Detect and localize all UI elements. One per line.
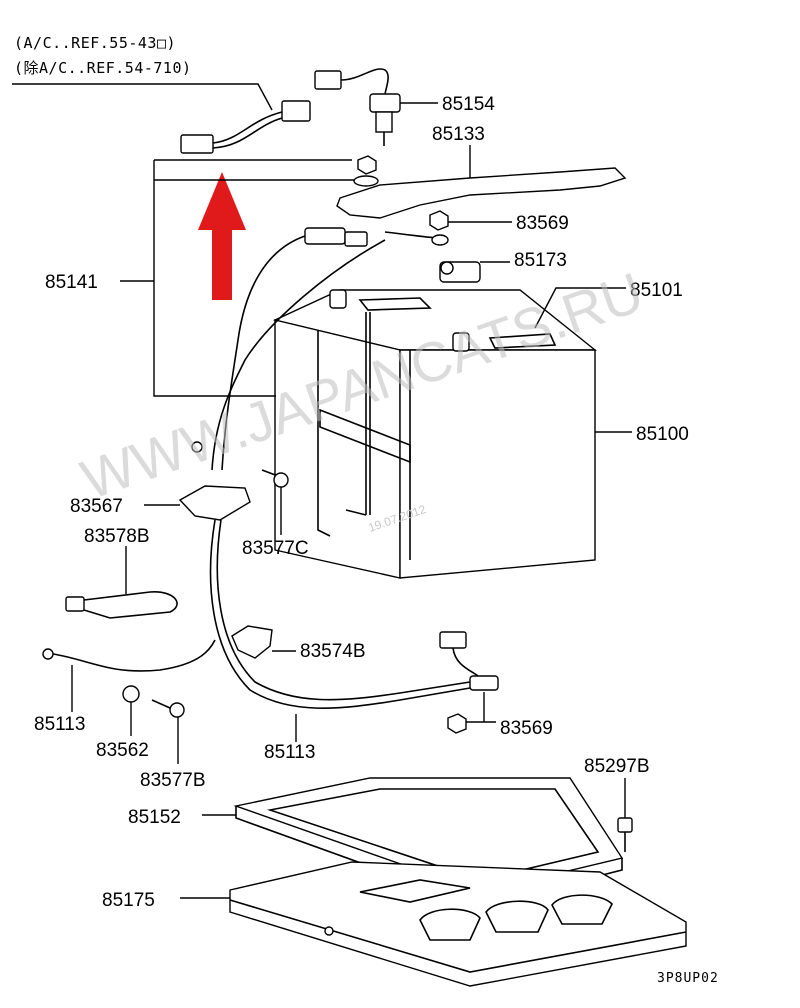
- label-83567: 83567: [70, 496, 123, 517]
- note-non-ac-ref: (除A/C..REF.54-710): [14, 59, 192, 77]
- cable-85113-left: [42, 639, 216, 672]
- battery-tray-base-85175: [229, 861, 687, 987]
- label-83577B: 83577B: [140, 770, 206, 791]
- label-85173: 85173: [514, 250, 567, 271]
- battery-holder-bracket: [336, 167, 627, 219]
- label-85141: 85141: [45, 272, 98, 293]
- label-85113-bottom: 85113: [264, 742, 315, 763]
- nut-icon: [357, 155, 377, 175]
- note-ac-ref: (A/C..REF.55-43□): [14, 34, 176, 52]
- clip-83574b: [231, 625, 273, 659]
- clip-83567: [178, 485, 251, 521]
- label-85152: 85152: [128, 807, 181, 828]
- terminal-85173: [439, 261, 481, 283]
- label-85113-left: 85113: [34, 714, 85, 735]
- ac-connector-harness: [180, 100, 311, 154]
- label-85100: 85100: [636, 424, 689, 445]
- label-83562: 83562: [96, 740, 149, 761]
- strap-83578b: [65, 591, 178, 619]
- label-83574B: 83574B: [300, 641, 366, 662]
- bolt-85297b: [617, 817, 633, 852]
- battery-85100: [272, 289, 597, 579]
- label-85297B: 85297B: [584, 756, 650, 777]
- label-83569-bottom: 83569: [500, 718, 553, 739]
- label-83578B: 83578B: [84, 526, 150, 547]
- nut-83569-icon: [429, 210, 449, 231]
- bracket-85141: [153, 160, 276, 397]
- note-leader: [12, 83, 273, 111]
- red-arrow-icon: [198, 172, 246, 300]
- sensor-85154: [314, 68, 401, 146]
- harness-85141: [191, 227, 449, 471]
- washer-83562-icon: [122, 685, 140, 703]
- label-85133: 85133: [432, 124, 485, 145]
- bolt-83577b: [151, 699, 185, 718]
- diagram-code: 3P8UP02: [657, 971, 719, 986]
- cable-85113-right: [209, 519, 499, 709]
- nut-83569-bottom-icon: [447, 713, 467, 734]
- label-85175: 85175: [102, 890, 155, 911]
- washer-icon: [353, 175, 379, 187]
- label-83577C: 83577C: [242, 538, 309, 559]
- label-85154: 85154: [442, 94, 495, 115]
- label-85101: 85101: [630, 280, 683, 301]
- label-83569-top: 83569: [516, 213, 569, 234]
